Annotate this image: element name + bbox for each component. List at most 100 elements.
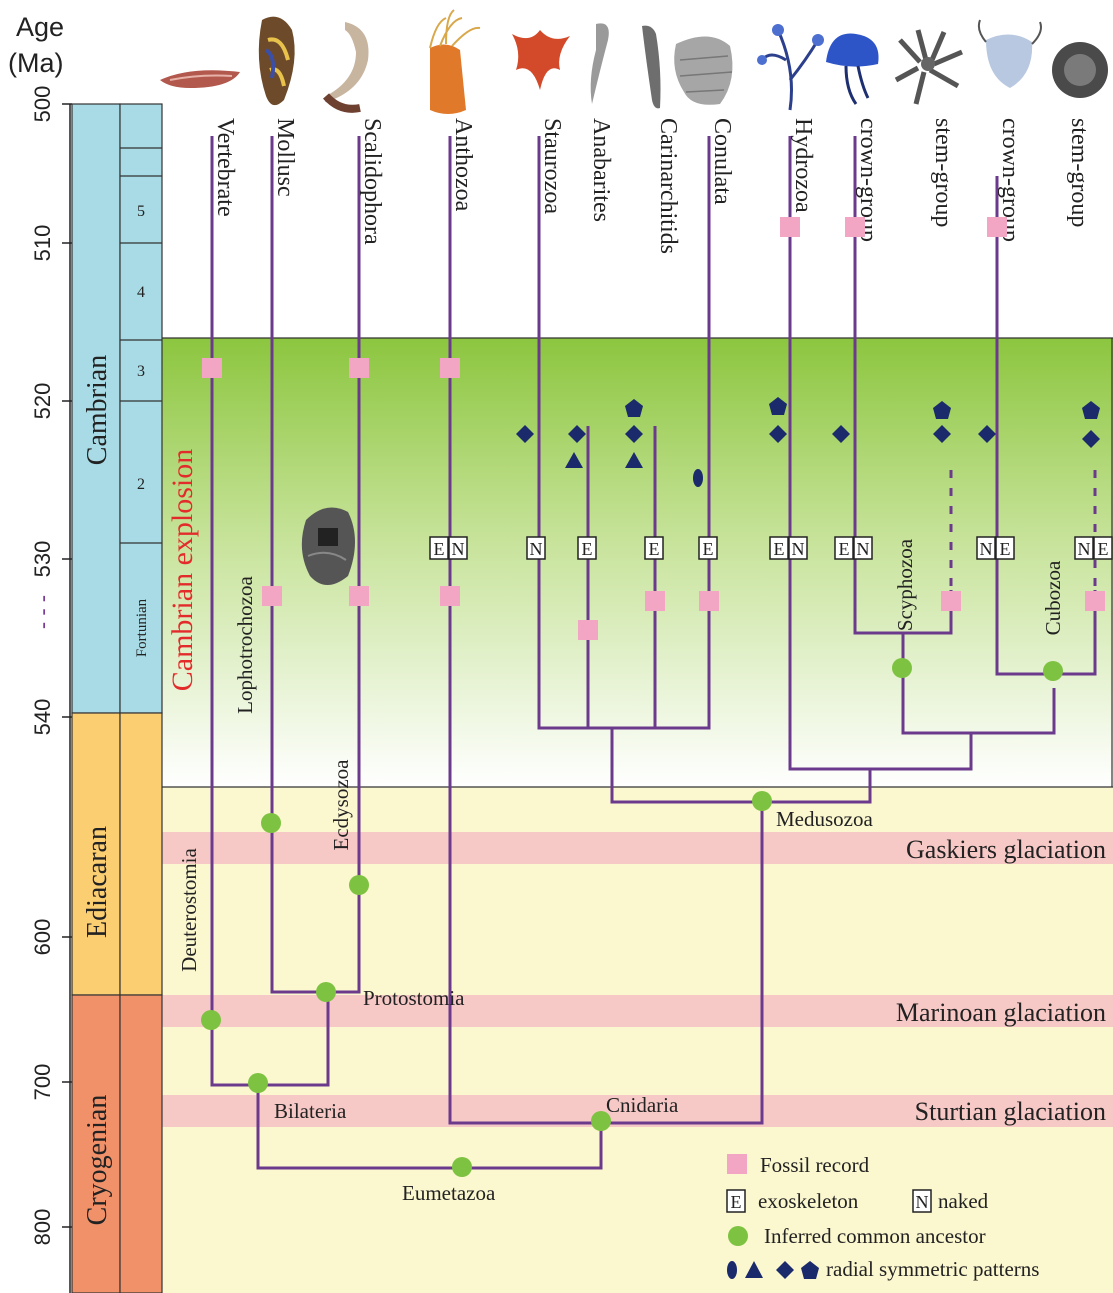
mid-fossil-illustration xyxy=(301,507,355,585)
exoskeleton-letter: E xyxy=(1098,539,1109,559)
fossil-record-markers xyxy=(202,217,1105,640)
naked-box xyxy=(788,536,808,560)
taxon-label: Mollusc xyxy=(272,118,298,197)
exoskeleton-box xyxy=(429,536,449,560)
stage-column-cambrian xyxy=(119,103,163,714)
ancestor-nodes xyxy=(201,658,1063,1177)
stage-dividers xyxy=(120,147,162,544)
naked-box xyxy=(1074,536,1094,560)
naked-box xyxy=(526,536,546,560)
cambrian-explosion-label: Cambrian explosion xyxy=(166,449,199,691)
exoskeleton-box xyxy=(834,536,854,560)
axis-break-symbol: - - - xyxy=(30,595,55,629)
clade-label-eumetazoa: Eumetazoa xyxy=(402,1181,496,1205)
scalidophora-illustration xyxy=(322,22,369,113)
legend-exoskeleton-box xyxy=(726,1189,746,1213)
stage-column-cryogenian xyxy=(119,994,163,1293)
stage-label-2: 2 xyxy=(137,476,145,493)
clade-label-deuterostomia: Deuterostomia xyxy=(177,848,201,972)
clade-label-protostomia: Protostomia xyxy=(363,986,465,1010)
axis-tick-label: 600 xyxy=(30,919,55,956)
axis-tick-label: 530 xyxy=(30,541,55,578)
exoskeleton-box xyxy=(644,536,664,560)
axis-title-age: Age xyxy=(16,12,64,42)
taxon-label: Staurozoa xyxy=(539,118,565,214)
period-label-cambrian: Cambrian xyxy=(82,355,113,465)
stage-label-5: 5 xyxy=(137,203,145,220)
clade-label-cnidaria: Cnidaria xyxy=(606,1093,679,1117)
clade-label-scyphozoa: Scyphozoa xyxy=(893,538,917,631)
glaciation-label-sturtian: Sturtian glaciation xyxy=(915,1097,1106,1126)
staurozoa-illustration xyxy=(512,30,570,90)
conulata-illustration xyxy=(674,36,733,105)
radial-symmetry-symbols xyxy=(516,397,1100,487)
anabarites-illustration xyxy=(590,23,609,104)
legend-ancestor-label: Inferred common ancestor xyxy=(764,1224,986,1248)
clade-label-medusozoa: Medusozoa xyxy=(776,807,873,831)
scyphozoa-crown-illustration xyxy=(826,33,879,105)
carinarchitids-illustration xyxy=(642,25,661,109)
exoskeleton-letter: E xyxy=(649,539,660,559)
taxon-label: Vertebrate xyxy=(212,118,238,217)
axis-title-ma: (Ma) xyxy=(8,48,64,78)
legend-fossil-swatch xyxy=(727,1154,747,1174)
exoskeleton-letter: E xyxy=(703,539,714,559)
legend-ancestor-dot xyxy=(728,1226,748,1246)
taxon-label: Carinarchitids xyxy=(655,118,681,254)
legend-naked-label: naked xyxy=(938,1189,989,1213)
exoskeleton-letter: E xyxy=(582,539,593,559)
period-label-cryogenian: Cryogenian xyxy=(82,1095,113,1226)
glaciation-label-gaskiers: Gaskiers glaciation xyxy=(906,835,1106,864)
legend-naked-letter: N xyxy=(916,1192,929,1212)
axis-tick-label: 700 xyxy=(30,1064,55,1101)
axis-tick-label: 510 xyxy=(30,225,55,262)
taxon-label: Anthozoa xyxy=(450,118,476,212)
naked-box xyxy=(448,536,468,560)
exoskeleton-letter: E xyxy=(434,539,445,559)
legend-exoskeleton-label: exoskeleton xyxy=(758,1189,859,1213)
vertebrate-illustration xyxy=(160,70,240,88)
cubozoa-crown-illustration xyxy=(977,19,1042,88)
naked-letter: N xyxy=(857,539,870,559)
axis-tick-label: 540 xyxy=(30,699,55,736)
stage-label-4: 4 xyxy=(137,284,145,301)
anthozoa-illustration xyxy=(429,9,481,114)
clade-label-cubozoa: Cubozoa xyxy=(1041,560,1065,635)
naked-letter: N xyxy=(980,539,993,559)
organism-illustrations xyxy=(160,9,1108,585)
scyphozoa-stem-illustration xyxy=(894,29,963,105)
naked-box xyxy=(853,536,873,560)
mollusc-illustration xyxy=(258,16,295,106)
taxon-label: stem-group xyxy=(1066,118,1092,227)
axis-tick-label: 500 xyxy=(30,86,55,123)
glaciation-band-gaskiers xyxy=(162,832,1113,864)
legend: Fossil record E exoskeleton N naked Infe… xyxy=(726,1153,1039,1281)
clade-label-lophotrochozoa: Lophotrochozoa xyxy=(233,576,257,714)
stage-label-fortunian: Fortunian xyxy=(134,598,150,657)
taxon-label: Anabarites xyxy=(588,118,614,222)
pre-explosion-white xyxy=(162,0,1113,338)
naked-letter: N xyxy=(792,539,805,559)
taxon-label: stem-group xyxy=(930,118,956,227)
glaciation-label-marinoan: Marinoan glaciation xyxy=(896,998,1106,1027)
period-label-ediacaran: Ediacaran xyxy=(82,826,113,938)
ediacaran-background xyxy=(162,787,1113,1293)
stage-column-ediacaran xyxy=(119,712,163,996)
naked-letter: N xyxy=(452,539,465,559)
exoskeleton-box xyxy=(995,536,1015,560)
taxon-label: Conulata xyxy=(709,118,735,205)
legend-fossil-label: Fossil record xyxy=(760,1153,870,1177)
exoskeleton-box xyxy=(1093,536,1113,560)
exoskeleton-letter: E xyxy=(774,539,785,559)
exoskeleton-box xyxy=(577,536,597,560)
exoskeleton-box xyxy=(698,536,718,560)
exoskeleton-box xyxy=(769,536,789,560)
legend-radial-symbols xyxy=(727,1261,819,1279)
naked-box xyxy=(976,536,996,560)
period-cryogenian xyxy=(71,994,121,1293)
hydrozoa-illustration xyxy=(757,24,824,111)
